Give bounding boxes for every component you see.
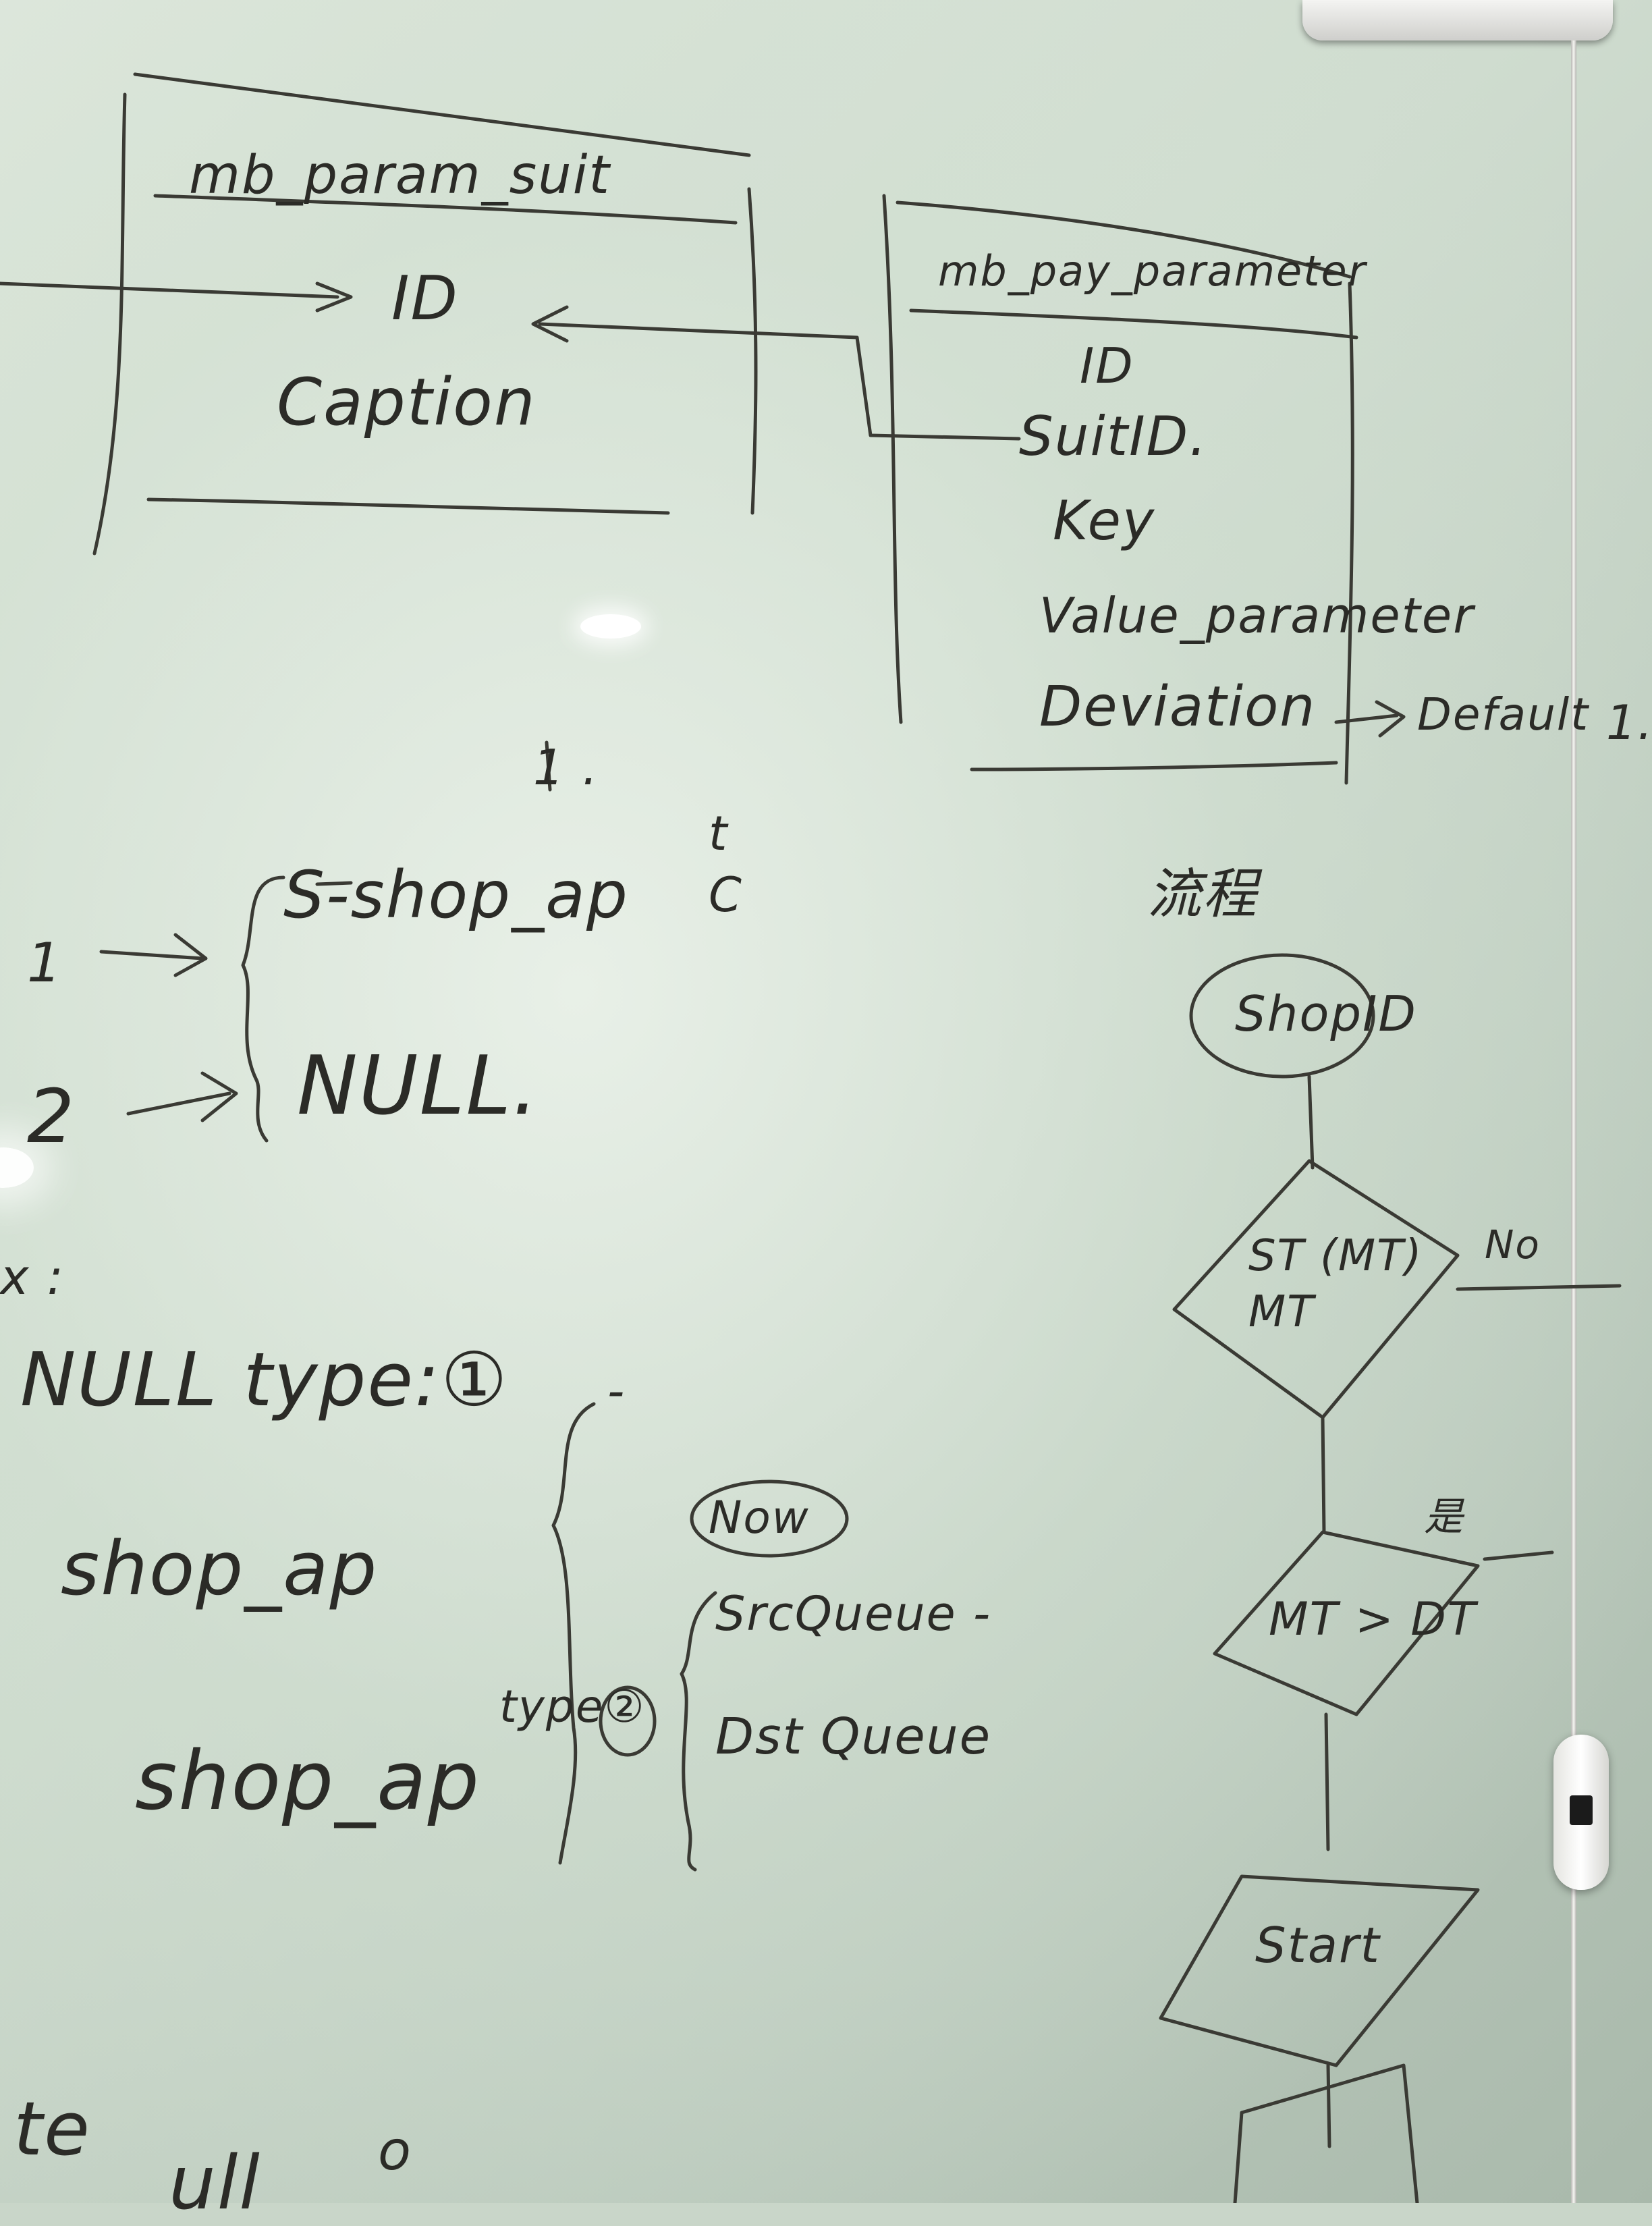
- flow-decision-2: [1213, 1530, 1480, 1716]
- flow-process: [1159, 1874, 1480, 2067]
- flow-start-ellipse: [1189, 953, 1375, 1079]
- mark-one-dot: 1 .: [533, 739, 599, 796]
- fragment-te: te: [13, 2086, 91, 2172]
- pay-table-field-deviation: Deviation: [1039, 675, 1317, 739]
- mark-dash: [315, 881, 353, 886]
- mapping-item-null: NULL.: [297, 1039, 540, 1133]
- flow-branch-2: [1483, 1550, 1554, 1561]
- mark-tick: [545, 740, 552, 792]
- suit-table-field-id: ID: [391, 263, 459, 334]
- flow-connector-3: [1324, 1712, 1330, 1851]
- pay-table-field-suitid: SuitID.: [1019, 405, 1208, 468]
- pay-table-field-key: Key: [1053, 489, 1156, 552]
- flow-decision-1-text: ST (MT) MT: [1248, 1231, 1423, 1338]
- pay-table-bottom-line: [970, 761, 1338, 771]
- pay-table-header-line: [909, 308, 1358, 340]
- arrow-2: [126, 1071, 238, 1122]
- light-reflection: [580, 614, 641, 639]
- dash-mark: -: [607, 1363, 626, 1419]
- flow-connector-2: [1321, 1415, 1326, 1534]
- flow-process-text: Start: [1255, 1917, 1381, 1974]
- type2-circle: [599, 1685, 657, 1757]
- pay-table-field-value: Value_parameter: [1039, 587, 1475, 644]
- suit-table-top-line: [133, 72, 751, 157]
- dst-queue: Dst Queue: [715, 1708, 992, 1766]
- power-cable: [1571, 40, 1576, 2203]
- deviation-default-note: Default: [1417, 688, 1590, 740]
- fk-connector: [531, 305, 1021, 441]
- brace-queue: [680, 1591, 717, 1872]
- label-x: x :: [0, 1249, 65, 1305]
- pay-table-right-border: [1344, 281, 1354, 785]
- now-ellipse: [690, 1480, 849, 1558]
- pay-table-top-line: [896, 200, 1352, 279]
- flow-bottom-shape: [1233, 2063, 1419, 2203]
- switch-button: [1570, 1795, 1593, 1825]
- pay-table-left-border: [882, 194, 903, 724]
- suit-table-field-caption: Caption: [277, 364, 536, 440]
- mapping-number-1: 1: [27, 931, 63, 994]
- brace-top: [241, 875, 285, 1143]
- suit-table-right-border: [747, 187, 758, 515]
- type-2-label: type②: [499, 1681, 646, 1733]
- arrow-1: [99, 933, 208, 977]
- flow-decision-1-branch: No: [1485, 1222, 1541, 1268]
- incoming-arrow: [0, 281, 353, 313]
- flow-connector-4: [1326, 2063, 1331, 2148]
- flow-start: ShopID: [1235, 985, 1417, 1042]
- pay-table-title: mb_pay_parameter: [938, 246, 1367, 296]
- suit-table-left-border: [92, 92, 127, 555]
- fragment-ull: ull: [169, 2140, 261, 2226]
- pay-table-field-id: ID: [1080, 337, 1134, 394]
- fragment-o: o: [378, 2119, 412, 2182]
- mark-t-c: t C: [709, 806, 743, 923]
- now-label: Now: [709, 1492, 810, 1544]
- projector: [1302, 0, 1613, 40]
- flow-branch-1: [1456, 1284, 1622, 1291]
- deviation-mark: 1.: [1606, 695, 1652, 751]
- flow-decision-2-text: MT > DT: [1269, 1593, 1477, 1646]
- null-type: NULL type:①: [20, 1336, 509, 1423]
- brace-bottom: [551, 1402, 596, 1865]
- src-queue: SrcQueue -: [715, 1586, 992, 1641]
- flow-title: 流程: [1147, 863, 1258, 925]
- mapping-number-2: 2: [27, 1073, 76, 1160]
- shop-ap-1: shop_ap: [61, 1525, 379, 1612]
- suit-table-bottom-line: [146, 497, 670, 515]
- flow-decision-2-branch: 是: [1424, 1494, 1465, 1540]
- default-arrow: [1334, 700, 1406, 738]
- flow-connector-1: [1307, 1075, 1315, 1170]
- suit-table-title: mb_param_suit: [189, 145, 611, 206]
- shop-ap-2: shop_ap: [135, 1735, 480, 1828]
- mapping-item-shop-ap: S-shop_ap: [283, 857, 629, 933]
- suit-table-header-line: [153, 194, 738, 225]
- cable-switch: [1553, 1735, 1609, 1890]
